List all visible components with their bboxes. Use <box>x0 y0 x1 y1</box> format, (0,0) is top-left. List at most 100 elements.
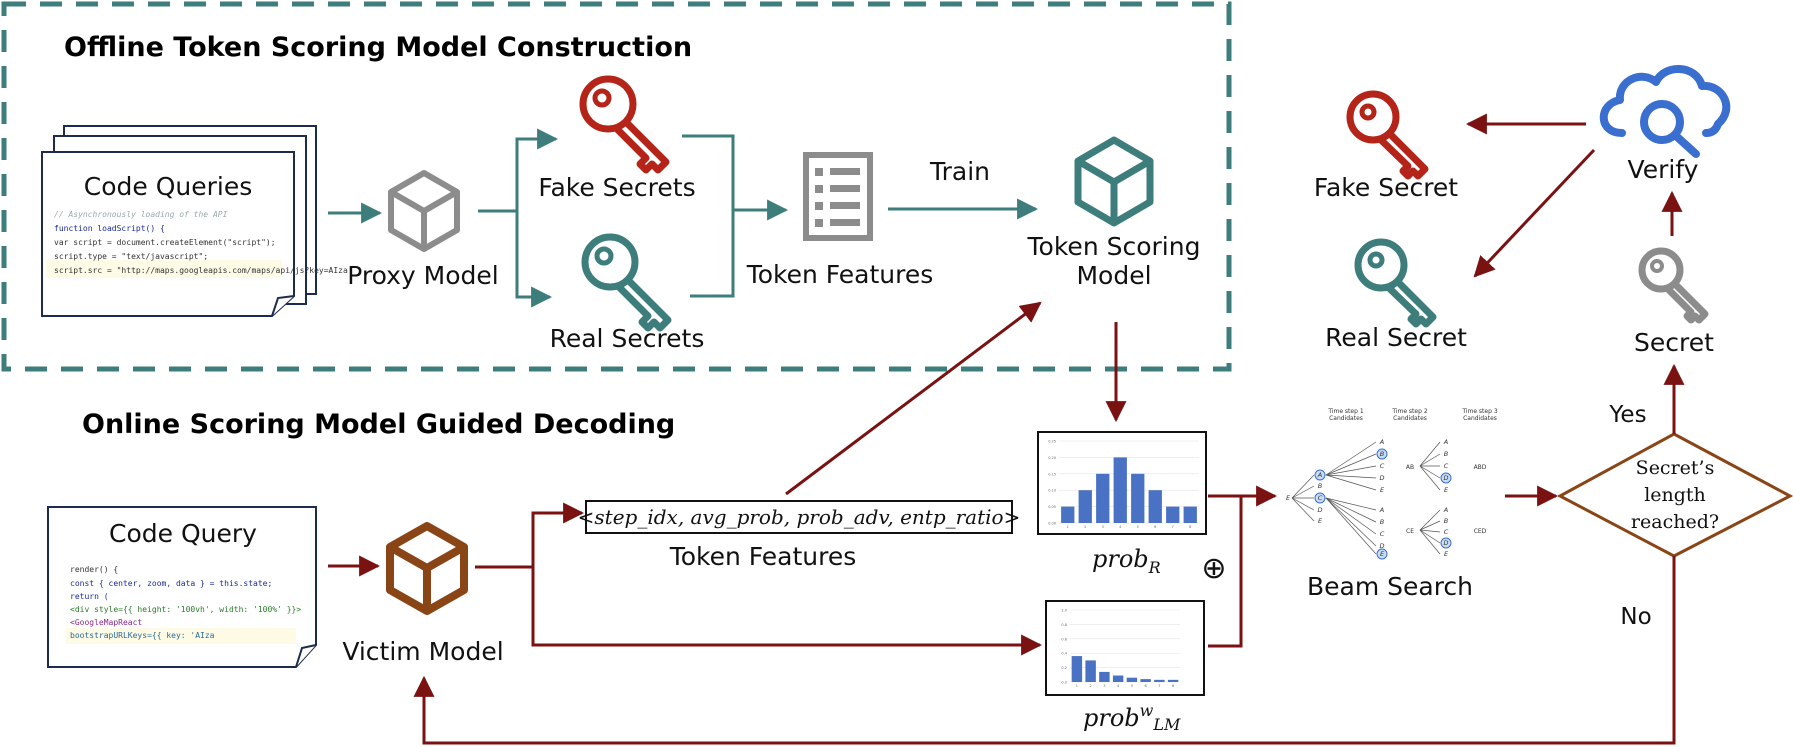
bar <box>1154 679 1165 682</box>
code-queries-label: Code Queries <box>84 172 252 201</box>
fake-secret-key-icon <box>579 75 670 174</box>
prob-lm-label: probwLM <box>1083 701 1181 734</box>
beam-node: D <box>1443 539 1448 547</box>
bar <box>1112 675 1124 682</box>
tick-label: 1 <box>1076 684 1078 688</box>
code-line: script.src = "http://maps.googleapis.com… <box>54 266 348 275</box>
tick-label: 0.0 <box>1061 681 1067 685</box>
token-scoring-model-label-2: Model <box>1076 261 1151 290</box>
beam-node-highlight <box>1314 469 1326 481</box>
beam-edge <box>1419 465 1441 479</box>
code-line: <div style={{ height: '100vh', width: '1… <box>70 605 301 614</box>
tick-label: 0.4 <box>1061 652 1067 656</box>
feature-vector-box <box>585 500 1013 534</box>
fake-secret-label: Fake Secret <box>1314 173 1458 202</box>
beam-node: B <box>1380 518 1385 526</box>
cloud-search-icon <box>1599 65 1731 158</box>
beam-edge <box>1419 441 1441 467</box>
code-line: const { center, zoom, data } = this.stat… <box>70 579 272 588</box>
beam-node: B <box>1444 450 1449 458</box>
victim-model-cube-icon <box>386 522 468 615</box>
tick-label: 7 <box>1172 525 1174 529</box>
bar <box>1099 671 1110 682</box>
beam-edge <box>1291 485 1315 499</box>
beam-edge <box>1419 509 1441 531</box>
tick-label: 6 <box>1154 525 1156 529</box>
victim-model-label: Victim Model <box>342 637 503 666</box>
tick-label: 5 <box>1137 525 1139 529</box>
beam-search-label: Beam Search <box>1307 572 1473 601</box>
beam-node: C <box>1380 530 1385 538</box>
code-line: function loadScript() { <box>54 224 165 233</box>
yes-label: Yes <box>1608 402 1646 428</box>
tick-label: 8 <box>1172 684 1174 688</box>
beam-edge <box>1325 497 1377 511</box>
beam-node: C <box>1444 528 1449 536</box>
token-features-label: Token Features <box>669 542 857 571</box>
code-query-doc <box>47 506 317 668</box>
beam-edge <box>1419 453 1441 467</box>
beam-header: Candidates <box>1463 415 1497 422</box>
tick-label: 2 <box>1090 684 1092 688</box>
tick-label: 6 <box>1145 684 1147 688</box>
beam-edge <box>1325 453 1377 476</box>
tick-label: 0.00 <box>1048 522 1056 526</box>
code-line: // Asynchronously loading of the API <box>54 210 228 219</box>
code-line: return ( <box>70 592 109 601</box>
tick-label: 0.25 <box>1048 440 1056 444</box>
tick-label: 0.15 <box>1048 472 1056 476</box>
decision-text: Secret’s <box>1636 457 1715 479</box>
token-features-label: Token Features <box>746 260 934 289</box>
beam-edge <box>1419 529 1441 533</box>
beam-edge <box>1419 529 1441 544</box>
real-secret-key-icon <box>581 233 672 332</box>
cube-icon <box>388 170 460 252</box>
code-line: bootstrapURLKeys={{ key: 'AIza <box>70 631 215 640</box>
beam-path-label: AB <box>1406 464 1414 471</box>
beam-edge <box>1325 497 1377 555</box>
bar <box>1061 506 1075 523</box>
beam-edge <box>1325 441 1377 476</box>
bar <box>1085 660 1096 682</box>
oplus-symbol: ⊕ <box>1201 551 1226 586</box>
beam-path-label: CE <box>1406 528 1414 535</box>
beam-edge <box>1291 497 1315 511</box>
decision-text: length <box>1644 484 1706 506</box>
beam-node-highlight <box>1376 548 1388 560</box>
beam-node: B <box>1380 450 1385 458</box>
beam-node-highlight <box>1440 472 1452 484</box>
bar <box>1131 473 1145 523</box>
real-secrets-label: Real Secrets <box>550 324 705 353</box>
offline-region <box>1 1 1232 372</box>
beam-edge <box>1325 474 1377 479</box>
beam-node: E <box>1444 550 1449 558</box>
beam-node: A <box>1317 471 1322 479</box>
bar <box>1167 679 1179 682</box>
tick-label: 0.10 <box>1048 489 1056 493</box>
tick-label: 0.20 <box>1048 456 1056 460</box>
bar <box>1096 473 1110 523</box>
beam-node: B <box>1318 482 1323 490</box>
beam-header: Time step 1 <box>1327 408 1363 415</box>
decision-text: reached? <box>1631 511 1719 533</box>
tick-label: 0.6 <box>1061 637 1067 641</box>
beam-header: Time step 3 <box>1461 408 1497 415</box>
bar <box>1113 457 1127 523</box>
tick-label: 8 <box>1189 525 1191 529</box>
offline-title: Offline Token Scoring Model Construction <box>64 32 692 63</box>
beam-header: Candidates <box>1329 415 1363 422</box>
beam-node-highlight <box>1440 537 1452 549</box>
bar <box>1183 506 1197 523</box>
tick-label: 3 <box>1103 684 1105 688</box>
beam-header: Candidates <box>1393 415 1427 422</box>
tick-label: 3 <box>1102 525 1104 529</box>
proxy-model-label: Proxy Model <box>347 261 499 290</box>
beam-node: C <box>1380 462 1385 470</box>
code-line: script.type = "text/javascript"; <box>54 252 208 261</box>
beam-node-highlight <box>1376 448 1388 460</box>
beam-edge <box>1419 465 1441 491</box>
